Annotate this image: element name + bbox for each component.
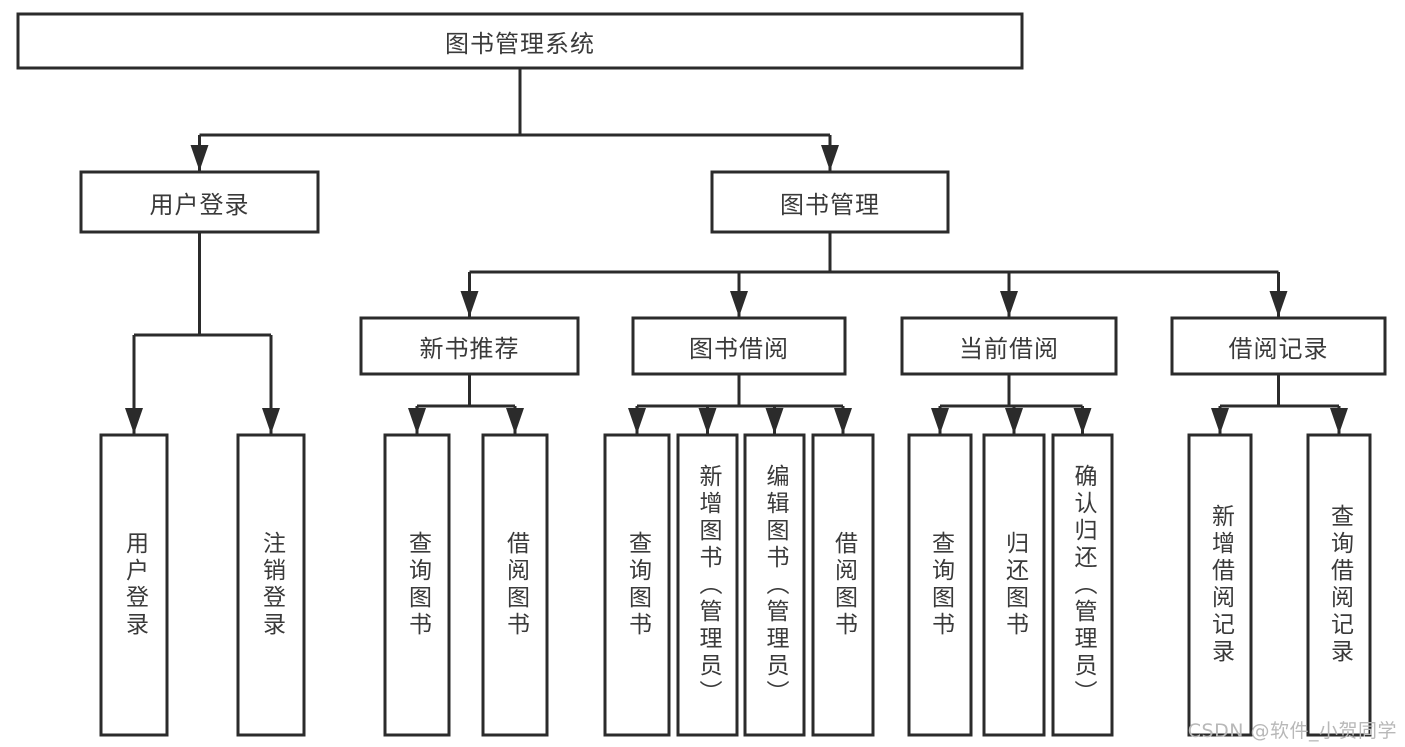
node-box-book-manage [710, 170, 950, 234]
node-box-new-book-rec [359, 316, 580, 376]
node-box-b-book-2 [811, 433, 875, 737]
node-box-current-borrow [900, 316, 1118, 376]
node-box-confirm-return [1051, 433, 1114, 737]
arrow-head-icon-q-book-2 [628, 408, 646, 434]
node-box-l3-user-logout [236, 433, 306, 737]
node-box-q-book-1 [383, 433, 451, 737]
node-box-b-book-1 [481, 433, 549, 737]
arrow-head-icon-l3-user-logout [262, 408, 280, 434]
node-box-l3-user-login [99, 433, 169, 737]
arrow-head-icon-book-borrow [730, 291, 748, 317]
node-box-q-book-2 [603, 433, 671, 737]
boxes-layer [16, 12, 1387, 737]
arrow-head-icon-user-login [190, 145, 209, 171]
arrow-head-icon-return-book [1005, 408, 1023, 434]
arrow-head-icon-add-book [698, 408, 717, 434]
arrow-head-icon-l3-user-login [125, 408, 143, 434]
node-box-return-book [982, 433, 1046, 737]
watermark-text: CSDN @软件_小贺同学 [1187, 720, 1397, 742]
node-box-query-record [1306, 433, 1372, 737]
arrow-head-icon-current-borrow [1000, 291, 1018, 317]
node-box-book-borrow [631, 316, 847, 376]
arrow-head-icon-book-manage [821, 145, 839, 171]
connectors-layer [125, 68, 1348, 434]
arrow-head-icon-b-book-1 [506, 408, 524, 434]
node-box-add-book [676, 433, 739, 737]
node-box-q-book-3 [907, 433, 973, 737]
arrow-head-icon-add-record [1211, 408, 1229, 434]
arrow-head-icon-q-book-1 [408, 408, 426, 434]
arrow-head-icon-confirm-return [1073, 408, 1092, 434]
node-box-user-login [79, 170, 320, 234]
node-box-borrow-record [1170, 316, 1387, 376]
node-box-root [16, 12, 1024, 70]
arrow-head-icon-query-record [1330, 408, 1348, 434]
arrow-head-icon-new-book-rec [460, 291, 479, 317]
arrow-head-icon-b-book-2 [834, 408, 852, 434]
node-box-add-record [1187, 433, 1253, 737]
arrow-head-icon-edit-book [765, 408, 784, 434]
arrow-head-icon-borrow-record [1269, 291, 1288, 317]
arrow-head-icon-q-book-3 [931, 408, 949, 434]
node-box-edit-book [743, 433, 806, 737]
